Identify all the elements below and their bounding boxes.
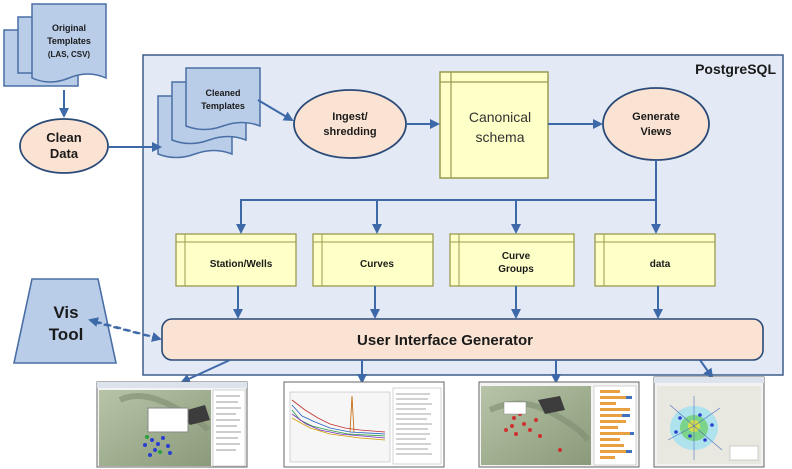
table-curve-groups-line1: Curve xyxy=(502,251,531,262)
generate-views-node: Generate Views xyxy=(602,87,710,161)
clean-data-line1: Clean xyxy=(46,130,81,145)
cleaned-templates-stack: Cleaned Templates xyxy=(157,67,261,159)
original-templates-line1: Original xyxy=(52,23,86,33)
table-data: data xyxy=(594,233,716,287)
vis-tool-line1: Vis xyxy=(53,303,78,322)
screenshot-thumbnail-curves-chart xyxy=(283,381,445,468)
canonical-line1: Canonical xyxy=(469,109,531,125)
arrow-ui-to-shot4 xyxy=(699,359,714,379)
original-templates-line3: (LAS, CSV) xyxy=(48,50,91,59)
table-curves-label: Curves xyxy=(360,259,394,270)
arrow-vis-ui-dashed-back xyxy=(88,317,151,337)
original-templates-stack: Original Templates (LAS, CSV) xyxy=(3,3,107,87)
cleaned-templates-line1: Cleaned xyxy=(205,88,240,98)
ui-generator-node: User Interface Generator xyxy=(161,318,764,361)
arrow-ui-to-shot1 xyxy=(180,359,231,384)
ui-generator-label: User Interface Generator xyxy=(357,332,533,349)
ingest-line1: Ingest/ xyxy=(332,111,367,123)
clean-data-line2: Data xyxy=(50,146,79,161)
vis-tool-node: Vis Tool xyxy=(13,278,117,364)
original-templates-line2: Templates xyxy=(47,36,91,46)
flow-arrows xyxy=(59,90,714,384)
screenshot-thumbnail-heatmap xyxy=(653,376,765,468)
screenshot-thumbnail-map-groups xyxy=(478,381,640,468)
generate-views-line2: Views xyxy=(641,126,672,138)
table-data-label: data xyxy=(650,259,671,270)
table-station-wells: Station/Wells xyxy=(175,233,297,287)
clean-data-node: Clean Data xyxy=(19,118,109,174)
ingest-line2: shredding xyxy=(323,126,376,138)
arrow-cleaned-to-ingest xyxy=(257,99,294,121)
table-station-wells-label: Station/Wells xyxy=(210,259,273,270)
arrow-views-down xyxy=(236,160,657,234)
generate-views-line1: Generate xyxy=(632,111,680,123)
vis-tool-line2: Tool xyxy=(49,325,84,344)
postgresql-title: PostgreSQL xyxy=(695,61,776,77)
canonical-line2: schema xyxy=(475,129,524,145)
table-curve-groups: Curve Groups xyxy=(449,233,575,287)
cleaned-templates-line2: Templates xyxy=(201,101,245,111)
screenshot-thumbnail-map-wells xyxy=(96,381,248,468)
ingest-node: Ingest/ shredding xyxy=(293,89,407,159)
table-curve-groups-line2: Groups xyxy=(498,264,534,275)
table-curves: Curves xyxy=(312,233,434,287)
canonical-schema-node: Canonical schema xyxy=(439,71,549,179)
